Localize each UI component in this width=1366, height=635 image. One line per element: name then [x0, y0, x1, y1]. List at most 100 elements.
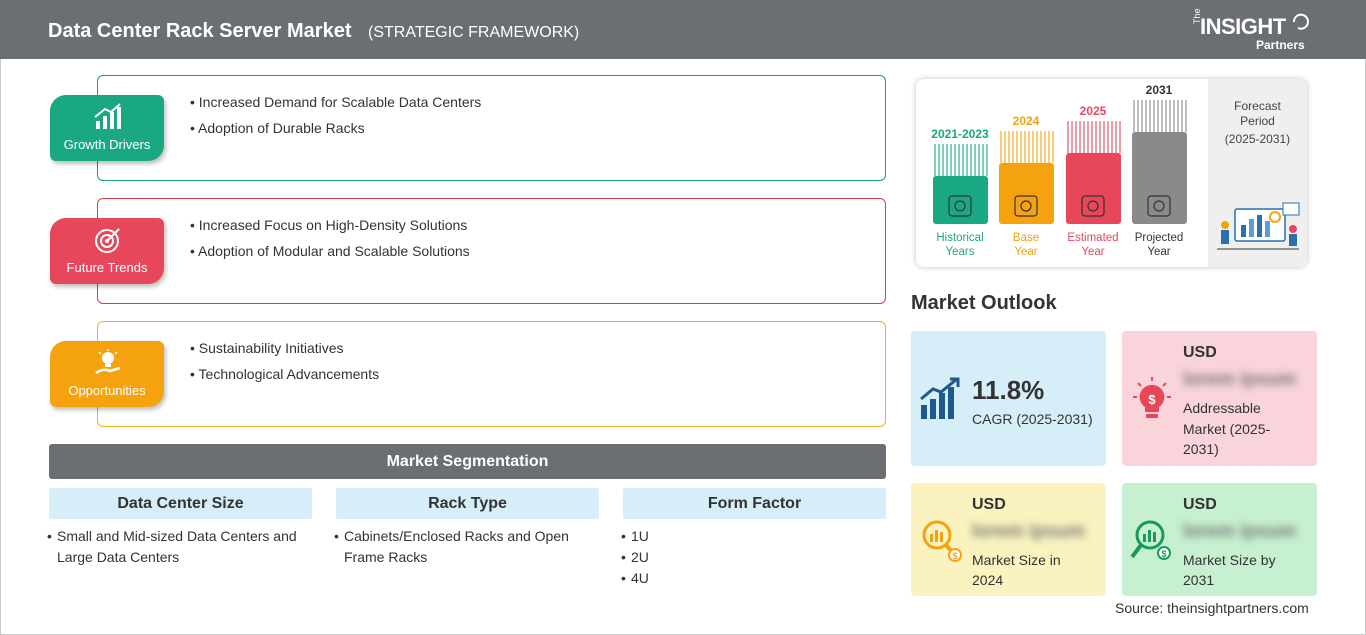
history-icon [948, 195, 972, 217]
list-item: Adoption of Modular and Scalable Solutio… [190, 243, 470, 259]
calendar-icon [1014, 195, 1038, 217]
bar-stripe [1079, 121, 1081, 153]
forecast-line2: Period [1240, 114, 1275, 128]
bar-stripe [1181, 100, 1183, 132]
bar-stripe [1071, 121, 1073, 153]
icon-frame [948, 195, 972, 217]
growth-chart-icon [920, 377, 960, 419]
bar-stripe [1075, 121, 1077, 153]
market-size-2031-box: $ USD lorem ipsum Market Size by 2031 [1122, 483, 1317, 596]
bar-stripe [1161, 100, 1163, 132]
bar-stripe [978, 144, 980, 176]
growth-drivers-badge: Growth Drivers [50, 95, 164, 161]
list-item: Technological Advancements [190, 366, 380, 382]
logo-swoosh-icon [1292, 13, 1309, 30]
analytics-dashboard-icon [1217, 202, 1300, 250]
icon-dot [1153, 200, 1165, 212]
bar-stripe [1040, 131, 1042, 163]
size-2031-usd: USD [1183, 496, 1217, 513]
cagr-box: 11.8% CAGR (2025-2031) [911, 331, 1106, 466]
forecast-line3: (2025-2031) [1224, 132, 1291, 146]
bar-stripe [1137, 100, 1139, 132]
bar-stripe [1000, 131, 1002, 163]
bar-stripe [1099, 121, 1101, 153]
future-trends-card: Increased Focus on High-Density Solution… [97, 198, 886, 304]
size-2031-label-1: Market Size by [1183, 552, 1276, 568]
bar-stripe [1044, 131, 1046, 163]
bar-stripe [1103, 121, 1105, 153]
bar-stripe [958, 144, 960, 176]
market-size-2024-box: $ USD lorem ipsum Market Size in 2024 [911, 483, 1106, 596]
timeline-year-label: 2021-2023 [931, 127, 989, 141]
addressable-market-box: $ USD lorem ipsum Addressable Market (20… [1122, 331, 1317, 466]
timeline-bar [1066, 153, 1121, 224]
magnifier-chart-icon: $ [1130, 520, 1171, 560]
opportunities-list: Sustainability Initiatives Technological… [190, 340, 380, 392]
magnifier-chart-icon: $ [922, 520, 962, 562]
bar-stripe [1024, 131, 1026, 163]
bar-stripe [982, 144, 984, 176]
list-item: Frame Racks [344, 549, 428, 565]
list-item: 4U [621, 568, 649, 589]
logo-partners: Partners [1256, 38, 1305, 52]
projection-icon [1147, 195, 1171, 217]
page-title: Data Center Rack Server Market [48, 20, 352, 42]
size-2024-usd: USD [972, 496, 1006, 513]
timeline-label-line1: Historical [936, 232, 983, 244]
estimate-icon [1081, 195, 1105, 217]
bar-stripe [942, 144, 944, 176]
list-item: 2U [621, 547, 649, 568]
timeline-bars: 2021-2023HistoricalYears2024BaseYear2025… [931, 83, 1187, 258]
list-item: 1U [621, 526, 649, 547]
icon-frame [1081, 195, 1105, 217]
bar-stripe [1032, 131, 1034, 163]
icon-dot [1020, 200, 1032, 212]
list-item: Adoption of Durable Racks [190, 120, 481, 136]
addressable-value: lorem ipsum [1183, 369, 1296, 390]
segment-list-data-center-size: Small and Mid-sized Data Centers and Lar… [47, 526, 297, 568]
bar-stripe [1036, 131, 1038, 163]
cagr-value: 11.8% [972, 375, 1045, 405]
addressable-usd: USD [1183, 344, 1217, 361]
timeline-label-line2: Year [1014, 246, 1037, 258]
icon-dot [954, 200, 966, 212]
bar-stripe [938, 144, 940, 176]
forecast-line1: Forecast [1234, 99, 1281, 113]
bar-stripe [962, 144, 964, 176]
bar-stripe [970, 144, 972, 176]
size-2024-label-2: 2024 [972, 572, 1004, 588]
segment-list-form-factor: 1U 2U 4U [621, 526, 649, 589]
growth-drivers-list: Increased Demand for Scalable Data Cente… [190, 94, 481, 146]
list-item: Large Data Centers [57, 549, 180, 565]
timeline-year-label: 2031 [1146, 83, 1173, 97]
size-2024-label-1: Market Size in [972, 552, 1061, 568]
market-outlook-title: Market Outlook [911, 292, 1057, 314]
timeline-bar [1132, 132, 1187, 224]
segment-heading-form-factor: Form Factor [623, 488, 886, 519]
future-trends-badge: Future Trends [50, 218, 164, 284]
insight-partners-logo: The INSIGHT Partners [1190, 8, 1320, 54]
bar-stripe [1133, 100, 1135, 132]
page-subtitle: (STRATEGIC FRAMEWORK) [368, 24, 580, 41]
growth-drivers-label: Growth Drivers [63, 137, 151, 152]
bar-stripe [1145, 100, 1147, 132]
bar-stripe [1095, 121, 1097, 153]
opportunities-badge: Opportunities [50, 341, 164, 407]
timeline-label-line2: Year [1147, 246, 1170, 258]
bar-stripe [966, 144, 968, 176]
addressable-label-2: Market (2025- [1183, 421, 1271, 437]
bar-stripe [1052, 131, 1054, 163]
bar-stripe [1008, 131, 1010, 163]
svg-text:$: $ [1161, 549, 1166, 559]
list-item: Small and Mid-sized Data Centers and [47, 526, 297, 547]
timeline-label-line2: Year [1081, 246, 1104, 258]
target-icon [95, 228, 120, 253]
bar-stripe [1087, 121, 1089, 153]
opportunities-label: Opportunities [68, 383, 146, 398]
bar-stripe [1119, 121, 1121, 153]
timeline-label-line2: Years [946, 246, 975, 258]
